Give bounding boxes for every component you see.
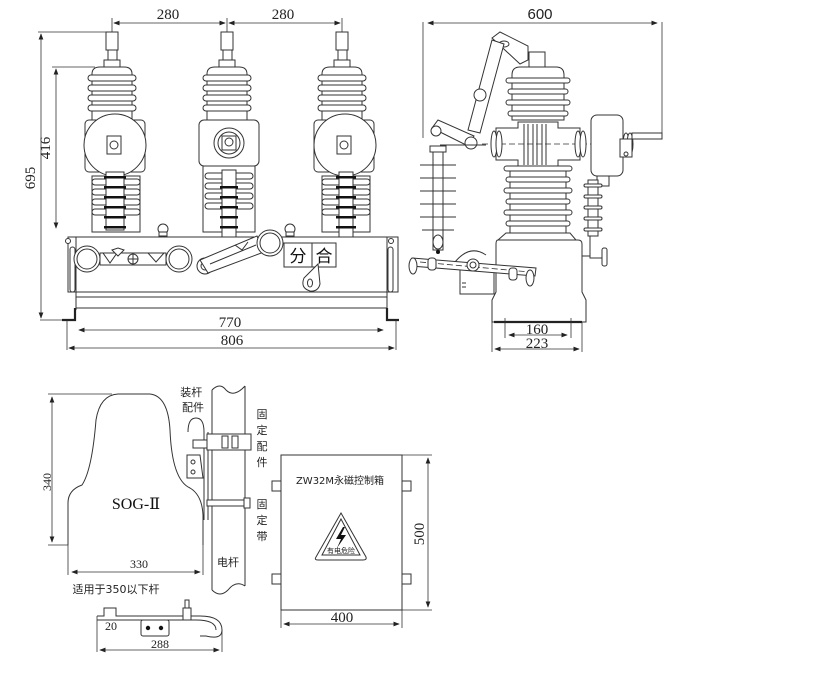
control-box-title: ZW32M永磁控制箱 xyxy=(296,474,384,487)
note-applicable: 适用于350以下杆 xyxy=(73,582,160,596)
dim-330: 330 xyxy=(130,557,148,571)
svg-text:固: 固 xyxy=(257,408,268,421)
dim-770: 770 xyxy=(219,315,242,331)
lightning-bolt-icon xyxy=(336,527,346,548)
pole-middle xyxy=(198,31,260,247)
dim-280-right: 280 xyxy=(272,7,295,23)
dim-288: 288 xyxy=(151,637,169,651)
dim-806: 806 xyxy=(221,333,244,349)
dim-400: 400 xyxy=(331,610,354,626)
label-pole-fitting-line2: 配件 xyxy=(182,401,204,414)
label-fixing-fitting: 固 定 配 件 xyxy=(257,408,268,469)
label-open: 分 xyxy=(290,247,307,267)
label-pole: 电杆 xyxy=(217,555,239,569)
control-box-view: ZW32M永磁控制箱 有电危险 500 400 xyxy=(271,454,432,628)
svg-text:配: 配 xyxy=(257,440,268,453)
mechanism-box: 分 合 xyxy=(62,229,399,322)
pole-right xyxy=(313,31,377,267)
dim-600: 600 xyxy=(527,6,552,23)
lifting-eyes xyxy=(157,223,296,237)
dim-416: 416 xyxy=(38,136,54,159)
current-transformer xyxy=(575,114,663,267)
utility-pole: 电杆 xyxy=(211,385,246,595)
svg-text:件: 件 xyxy=(257,456,268,469)
sog-bracket-plate xyxy=(67,393,204,545)
dim-280-left: 280 xyxy=(157,7,180,23)
label-fixing-strap: 固 定 带 xyxy=(257,498,268,543)
operating-arm xyxy=(430,31,529,150)
warning-sign: 有电危险 xyxy=(314,511,367,561)
side-view: 600 xyxy=(408,6,663,352)
dim-340: 340 xyxy=(40,473,54,491)
front-view: 280 280 695 416 xyxy=(23,7,399,351)
dim-160: 160 xyxy=(526,322,549,338)
hook-detail: 20 288 xyxy=(96,599,223,653)
label-pole-fitting-line1: 装杆 xyxy=(180,385,202,399)
model-label: SOG-Ⅱ xyxy=(112,496,160,513)
label-pole-fitting: 装杆 配件 xyxy=(180,385,206,414)
dim-pole-spacing: 280 280 xyxy=(111,7,343,36)
close-indicator-box xyxy=(311,242,337,268)
svg-text:定: 定 xyxy=(257,423,268,437)
pin-insulator xyxy=(420,145,456,254)
mechanism-housing xyxy=(408,239,587,324)
dim-20: 20 xyxy=(105,619,117,633)
dim-500: 500 xyxy=(412,523,428,546)
dim-695: 695 xyxy=(23,167,39,190)
dim-223: 223 xyxy=(526,336,549,352)
svg-text:固: 固 xyxy=(257,498,268,511)
label-close: 合 xyxy=(316,247,333,267)
dim-base: 770 806 xyxy=(66,315,397,351)
warning-label: 有电危险 xyxy=(327,546,355,555)
svg-text:定: 定 xyxy=(257,513,268,527)
bracket-view: SOG-Ⅱ 340 330 电杆 装杆 xyxy=(40,385,268,653)
open-indicator-box xyxy=(283,242,313,268)
main-insulator xyxy=(482,51,596,243)
svg-text:带: 带 xyxy=(257,530,268,543)
pole-left xyxy=(83,31,147,233)
